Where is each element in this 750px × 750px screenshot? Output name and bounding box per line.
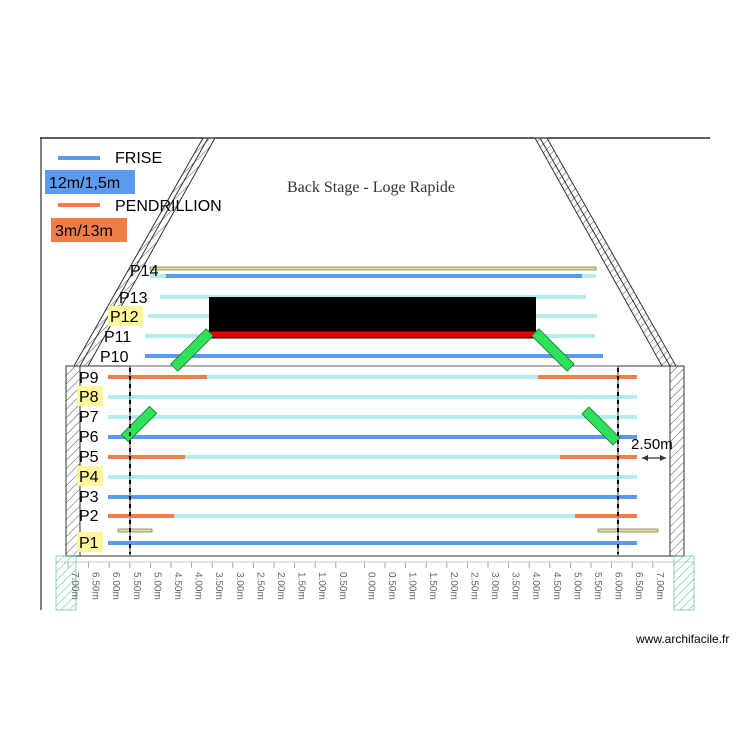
p1-label: P1 bbox=[79, 535, 99, 552]
ruler-label: 7.00m bbox=[654, 572, 665, 600]
ruler-label: 3.00m bbox=[234, 572, 245, 600]
legend-frise-box bbox=[45, 170, 135, 194]
p5-label: P5 bbox=[79, 449, 99, 466]
back-screen-base bbox=[208, 330, 537, 339]
p12-highlight bbox=[108, 306, 143, 326]
p6-label: P6 bbox=[79, 429, 99, 446]
ruler-label: 4.50m bbox=[172, 572, 183, 600]
ruler-label: 6.00m bbox=[110, 572, 121, 600]
p2-label: P2 bbox=[79, 508, 99, 525]
top-batten bbox=[149, 266, 597, 271]
green-flat-upper-left bbox=[170, 328, 214, 372]
ruler-label: 5.50m bbox=[131, 572, 142, 600]
ruler-label: 2.50m bbox=[254, 572, 265, 600]
ruler-label: 4.50m bbox=[551, 572, 562, 600]
ruler-label: 6.50m bbox=[90, 572, 101, 600]
legend-pendrillon-box bbox=[51, 218, 127, 242]
p13-label: P13 bbox=[119, 290, 148, 307]
ruler-label: 2.00m bbox=[275, 572, 286, 600]
right-inner-wall bbox=[617, 365, 671, 557]
right-funnel-edge bbox=[539, 137, 671, 367]
p1-left-batten bbox=[117, 528, 153, 533]
green-flat-lower-right bbox=[581, 406, 621, 446]
credit-text: www.archifacile.fr bbox=[635, 632, 729, 646]
right-green-hatch bbox=[673, 555, 695, 611]
p1-right-batten bbox=[597, 528, 659, 533]
p10-label: P10 bbox=[100, 349, 129, 366]
ruler-label: 6.50m bbox=[633, 572, 644, 600]
ruler-label: 1.50m bbox=[427, 572, 438, 600]
p11-label: P11 bbox=[104, 329, 131, 346]
green-flat-upper-right bbox=[531, 328, 575, 372]
p7-label: P7 bbox=[79, 409, 99, 426]
ruler-label: 7.00m bbox=[69, 572, 80, 600]
p9-label: P9 bbox=[79, 370, 99, 387]
p4-highlight bbox=[77, 466, 103, 486]
legend-pendrillon-size: 3m/13m bbox=[55, 223, 113, 240]
left-funnel-edge bbox=[79, 137, 209, 367]
green-flats bbox=[120, 328, 621, 446]
ruler-label: 0.00m bbox=[365, 572, 376, 600]
p3-label: P3 bbox=[79, 489, 99, 506]
ruler-label: 1.00m bbox=[407, 572, 418, 600]
pole-lines bbox=[108, 266, 659, 545]
legend-frise-size: 12m/1,5m bbox=[49, 175, 120, 192]
p4-label: P4 bbox=[79, 469, 99, 486]
ruler-label: 5.00m bbox=[151, 572, 162, 600]
ruler-label: 6.00m bbox=[613, 572, 624, 600]
left-green-hatch bbox=[55, 555, 77, 611]
ruler-label: 4.00m bbox=[193, 572, 204, 600]
p1-highlight bbox=[77, 532, 103, 552]
dimension-label: 2.50m bbox=[631, 436, 673, 453]
legend-pendrillon-label: PENDRILLION bbox=[115, 198, 222, 215]
ruler-label: 2.50m bbox=[468, 572, 479, 600]
ruler-label: 1.50m bbox=[296, 572, 307, 600]
back-screen bbox=[209, 297, 536, 331]
ruler-label: 3.50m bbox=[510, 572, 521, 600]
ruler-label: 5.00m bbox=[571, 572, 582, 600]
legend: FRISE 12m/1,5m PENDRILLION 3m/13m bbox=[45, 150, 222, 242]
p12-label: P12 bbox=[110, 309, 139, 326]
legend-frise-label: FRISE bbox=[115, 150, 162, 167]
ruler-label: 1.00m bbox=[316, 572, 327, 600]
ruler: 7.00m 6.50m 6.00m 5.50m 5.00m 4.50m 4.00m 3.50m… bbox=[56, 561, 694, 600]
ruler-label: 5.50m bbox=[592, 572, 603, 600]
right-side-wall bbox=[669, 365, 685, 557]
ruler-label: 4.00m bbox=[530, 572, 541, 600]
ruler-label: 0.50m bbox=[337, 572, 348, 600]
dimension-marker: 2.50m bbox=[631, 436, 673, 461]
p14-label: P14 bbox=[130, 263, 159, 280]
p8-label: P8 bbox=[79, 389, 99, 406]
p8-highlight bbox=[77, 386, 103, 406]
ruler-label: 3.50m bbox=[213, 572, 224, 600]
plan-title: Back Stage - Loge Rapide bbox=[287, 179, 455, 196]
ruler-label: 2.00m bbox=[448, 572, 459, 600]
ruler-label: 3.00m bbox=[489, 572, 500, 600]
ruler-label: 0.50m bbox=[386, 572, 397, 600]
